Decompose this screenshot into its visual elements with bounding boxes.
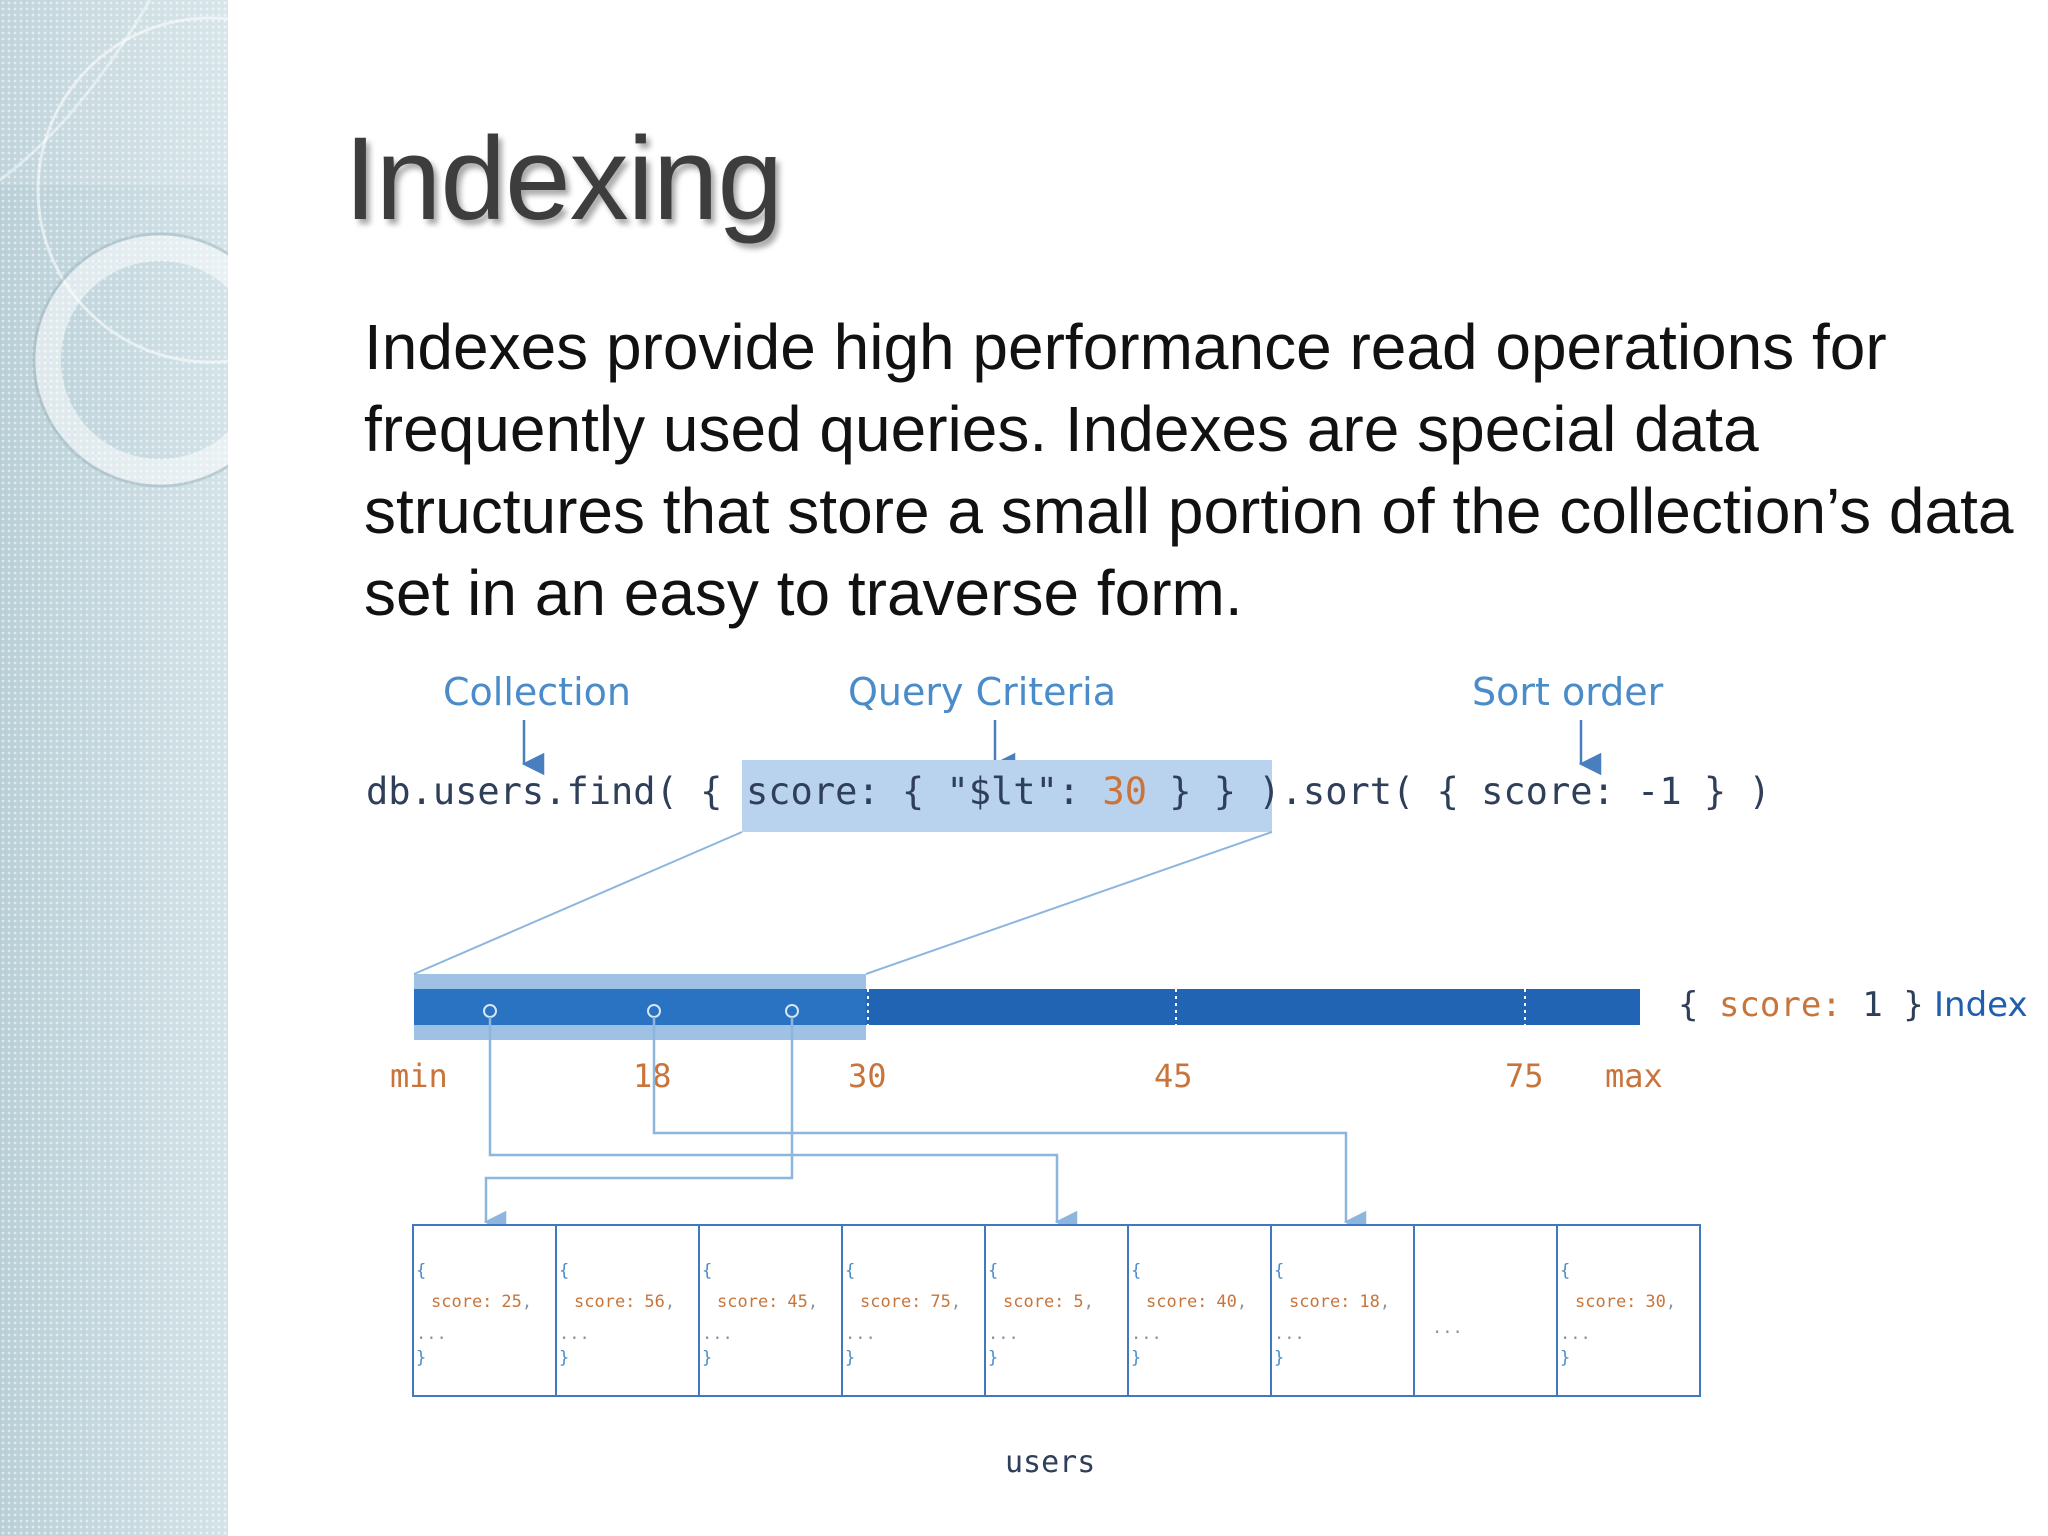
- document-close-brace: }: [416, 1348, 426, 1368]
- annotation-collection: Collection: [443, 670, 631, 714]
- scale-label-30: 30: [848, 1057, 887, 1095]
- document-score-line: score:45,: [717, 1292, 818, 1312]
- index-scale-labels: min 18 30 45 75 max: [390, 1057, 1663, 1095]
- decorative-rings-icon: [0, 0, 228, 488]
- document-card: {score:30,...}: [1556, 1224, 1701, 1397]
- document-card: {score:56,...}: [555, 1224, 700, 1397]
- scale-label-min: min: [390, 1057, 448, 1095]
- document-score-line: score:25,: [431, 1292, 532, 1312]
- connector-key-18: [652, 1017, 1367, 1234]
- scale-label-18: 18: [633, 1057, 672, 1095]
- document-score-value: 45: [787, 1292, 807, 1312]
- document-close-brace: }: [988, 1348, 998, 1368]
- scale-label-45: 45: [1154, 1057, 1193, 1095]
- document-field: score:: [431, 1292, 492, 1312]
- document-field: score:: [1146, 1292, 1207, 1312]
- index-to-document-connectors: [483, 1017, 1367, 1234]
- document-card: {score:40,...}: [1127, 1224, 1272, 1397]
- document-score-line: score:56,: [574, 1292, 675, 1312]
- annotation-sort-order: Sort order: [1472, 670, 1664, 714]
- query-code: db.users.find( { score: { "$lt": 30 } } …: [366, 770, 1771, 813]
- document-gap-ellipsis: ...: [1432, 1318, 1463, 1338]
- document-score-value: 5: [1073, 1292, 1083, 1312]
- document-close-brace: }: [845, 1348, 855, 1368]
- document-open-brace: {: [1274, 1261, 1284, 1281]
- document-open-brace: {: [988, 1261, 998, 1281]
- document-field: score:: [574, 1292, 635, 1312]
- document-field: score:: [717, 1292, 778, 1312]
- document-open-brace: {: [559, 1261, 569, 1281]
- criteria-highlight: [742, 760, 1272, 832]
- document-card: {score:18,...}: [1270, 1224, 1415, 1397]
- index-label: Index: [1934, 985, 2028, 1025]
- slide-body-text: Indexes provide high performance read op…: [364, 311, 2014, 629]
- zoom-line-left: [413, 831, 743, 975]
- query-criteria-head: score: { "$lt":: [746, 770, 1102, 813]
- document-field: score:: [1289, 1292, 1350, 1312]
- document-score-line: score:18,: [1289, 1292, 1390, 1312]
- document-ellipsis: ...: [1560, 1324, 1591, 1344]
- document-score-line: score:75,: [860, 1292, 961, 1312]
- document-card: {score:75,...}: [841, 1224, 986, 1397]
- document-card: {score:45,...}: [698, 1224, 843, 1397]
- document-score-line: score:40,: [1146, 1292, 1247, 1312]
- document-close-brace: }: [1131, 1348, 1141, 1368]
- document-ellipsis: ...: [702, 1324, 733, 1344]
- scale-label-max: max: [1605, 1057, 1663, 1095]
- document-field: score:: [1003, 1292, 1064, 1312]
- document-score-value: 75: [930, 1292, 950, 1312]
- document-field: score:: [860, 1292, 921, 1312]
- document-score-value: 40: [1216, 1292, 1236, 1312]
- zoom-line-right: [865, 831, 1273, 975]
- annotation-query-criteria: Query Criteria: [848, 670, 1116, 714]
- connector-key-25: [483, 1017, 794, 1234]
- sidebar-decoration: [0, 0, 228, 1536]
- document-score-value: 30: [1645, 1292, 1665, 1312]
- document-card: {score:25,...}: [412, 1224, 557, 1397]
- document-open-brace: {: [1131, 1261, 1141, 1281]
- query-criteria-value: 30: [1102, 770, 1147, 813]
- document-score-line: score:5,: [1003, 1292, 1094, 1312]
- document-close-brace: }: [702, 1348, 712, 1368]
- document-score-line: score:30,: [1575, 1292, 1676, 1312]
- scale-label-75: 75: [1505, 1057, 1544, 1095]
- document-ellipsis: ...: [559, 1324, 590, 1344]
- document-score-value: 56: [644, 1292, 664, 1312]
- slide-title: Indexing: [344, 113, 783, 245]
- document-close-brace: }: [1274, 1348, 1284, 1368]
- document-close-brace: }: [1560, 1348, 1570, 1368]
- document-open-brace: {: [702, 1261, 712, 1281]
- document-ellipsis: ...: [416, 1324, 447, 1344]
- index-range-bar: [414, 989, 866, 1025]
- document-field: score:: [1575, 1292, 1636, 1312]
- query-prefix: db.users.find( {: [366, 770, 722, 813]
- document-open-brace: {: [1560, 1261, 1570, 1281]
- collection-name: users: [1005, 1445, 1095, 1480]
- document-ellipsis: ...: [1274, 1324, 1305, 1344]
- document-score-value: 25: [501, 1292, 521, 1312]
- document-ellipsis: ...: [1131, 1324, 1162, 1344]
- index-spec: { score: 1 }: [1678, 985, 1924, 1025]
- document-score-value: 18: [1359, 1292, 1379, 1312]
- document-card: ...: [1413, 1224, 1558, 1397]
- document-close-brace: }: [559, 1348, 569, 1368]
- document-ellipsis: ...: [845, 1324, 876, 1344]
- document-ellipsis: ...: [988, 1324, 1019, 1344]
- document-open-brace: {: [845, 1261, 855, 1281]
- users-collection-documents: {score:25,...}{score:56,...}{score:45,..…: [412, 1224, 1701, 1397]
- connector-key-5: [488, 1017, 1078, 1234]
- document-card: {score:5,...}: [984, 1224, 1129, 1397]
- document-open-brace: {: [416, 1261, 426, 1281]
- query-sort: ).sort( { score: -1 } ): [1236, 770, 1771, 813]
- query-criteria-tail: } }: [1147, 770, 1236, 813]
